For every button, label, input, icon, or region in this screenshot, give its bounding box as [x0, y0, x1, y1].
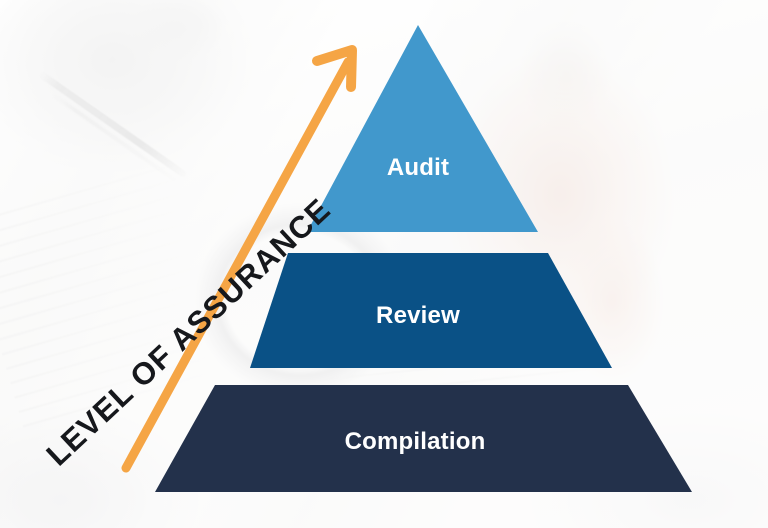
pyramid-tier-compilation[interactable] [155, 385, 692, 492]
pyramid-tier-review[interactable] [250, 253, 612, 368]
pyramid-tier-audit[interactable] [307, 25, 538, 232]
arrow-head [312, 45, 357, 92]
arrow-shaft [121, 57, 353, 473]
upward-assurance-arrow-icon [121, 45, 357, 473]
